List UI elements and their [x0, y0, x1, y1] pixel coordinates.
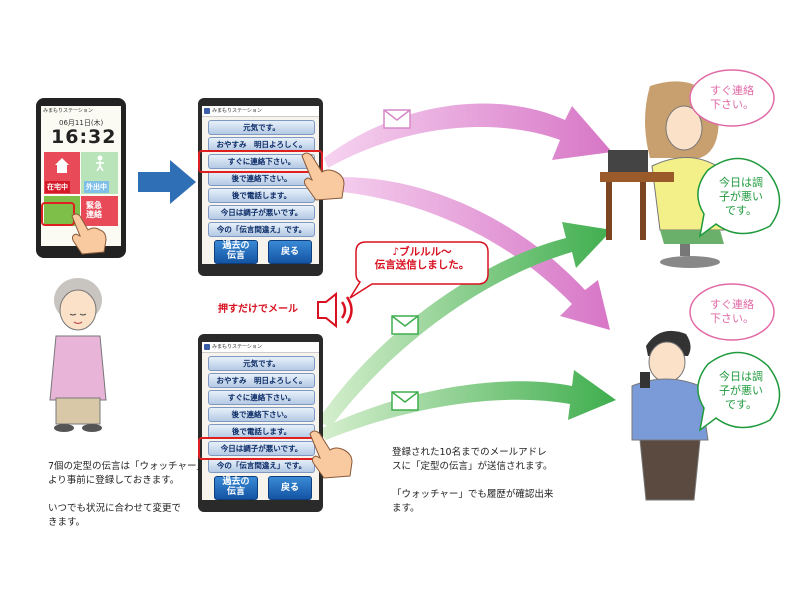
app-logo-icon — [204, 344, 210, 350]
blue-arrow — [138, 160, 196, 204]
date-display: 06月11日(木) — [59, 119, 104, 127]
green-bubble-shape-man — [697, 351, 781, 432]
message-option[interactable]: 今日は調子が悪いです。 — [208, 205, 315, 220]
emergency-button-label: 緊急 連絡 — [86, 201, 102, 219]
status-home-label: 在宅中 — [45, 181, 70, 193]
home-screen: みまもりステーション 06月11日(木) 16:32 在宅中 外出中 伝言 緊急… — [41, 106, 121, 246]
envelope-icon — [383, 109, 411, 129]
message-option[interactable]: 後で連絡下さい。 — [208, 407, 315, 422]
pink-bubble-text-woman: すぐ連絡 下さい。 — [710, 84, 754, 111]
message-phone-bottom: みまもりステーション 元気です。 おやすみ 明日よろしく。 すぐに連絡下さい。 … — [198, 334, 323, 512]
message-option[interactable]: 今の「伝言間違え」です。 — [208, 458, 315, 473]
emergency-tile[interactable]: 緊急 連絡 — [81, 196, 118, 226]
message-option[interactable]: 元気です。 — [208, 356, 315, 371]
walking-person-icon — [96, 155, 104, 171]
message-option[interactable]: すぐに連絡下さい。 — [208, 154, 315, 169]
message-phone-top: みまもりステーション 元気です。 おやすみ 明日よろしく。 すぐに連絡下さい。 … — [198, 98, 323, 276]
history-button-label: 過去の 伝言 — [222, 241, 250, 261]
message-option[interactable]: 今日は調子が悪いです。 — [208, 441, 315, 456]
back-button[interactable]: 戻る — [268, 476, 312, 500]
sound-bubble-text: ♪ブルルル〜 伝言送信しました。 — [374, 246, 470, 271]
app-title: みまもりステーション — [212, 344, 262, 350]
sound-bubble-shape — [349, 241, 489, 299]
highlight-box — [198, 437, 323, 460]
pointing-hand-icon — [309, 430, 353, 479]
envelope-icon — [391, 315, 419, 335]
out-status-tile[interactable]: 外出中 — [81, 152, 118, 194]
pink-bubble-shape-man — [689, 283, 775, 341]
elderly-woman-illustration — [49, 278, 107, 432]
home-status-tile[interactable]: 在宅中 — [44, 152, 80, 194]
history-button[interactable]: 過去の 伝言 — [214, 476, 258, 500]
speaker-icon — [317, 291, 353, 329]
app-logo-icon — [204, 108, 210, 114]
pink-arrow-to-man — [320, 177, 610, 330]
highlight-box — [198, 150, 323, 173]
green-arrow-to-man — [318, 370, 616, 440]
man-with-phone-illustration — [631, 330, 709, 501]
app-title: みまもりステーション — [212, 108, 262, 114]
green-bubble-shape-woman — [697, 157, 781, 238]
pink-bubble-shape-woman — [689, 69, 775, 127]
message-option[interactable]: おやすみ 明日よろしく。 — [208, 373, 315, 388]
emergency-line: 緊急 連絡 — [86, 201, 102, 219]
message-option[interactable]: 今の「伝言間違え」です。 — [208, 222, 315, 237]
house-icon — [55, 158, 69, 173]
pink-arrow-to-woman — [324, 103, 612, 168]
app-header: みまもりステーション — [202, 342, 319, 353]
center-caption: 登録された10名までのメールアドレ スに「定型の伝言」が送信されます。 「ウォッ… — [392, 447, 554, 514]
status-out-label: 外出中 — [84, 181, 109, 193]
pointing-hand-icon — [71, 213, 107, 255]
green-bubble-text-woman: 今日は調 子が悪い です。 — [719, 176, 763, 217]
envelope-icon — [391, 391, 419, 411]
message-screen-bottom: みまもりステーション 元気です。 おやすみ 明日よろしく。 すぐに連絡下さい。 … — [202, 342, 319, 500]
push-to-mail-label: 押すだけでメール — [218, 304, 298, 315]
pink-bubble-text-man: すぐ連絡 下さい。 — [710, 298, 754, 325]
back-button[interactable]: 戻る — [268, 240, 312, 264]
history-button-label: 過去の 伝言 — [222, 477, 250, 497]
message-option[interactable]: すぐに連絡下さい。 — [208, 390, 315, 405]
green-bubble-text-man: 今日は調 子が悪い です。 — [719, 370, 763, 411]
left-caption: 7個の定型の伝言は「ウォッチャー」 より事前に登録しておきます。 いつでも状況に… — [48, 461, 206, 528]
time-display: 16:32 — [51, 126, 117, 148]
app-header: みまもりステーション — [202, 106, 319, 117]
pointing-hand-icon — [301, 152, 345, 201]
message-option[interactable]: 元気です。 — [208, 120, 315, 135]
history-button[interactable]: 過去の 伝言 — [214, 240, 258, 264]
app-title: みまもりステーション — [43, 108, 93, 114]
green-arrow-to-woman — [318, 222, 612, 428]
